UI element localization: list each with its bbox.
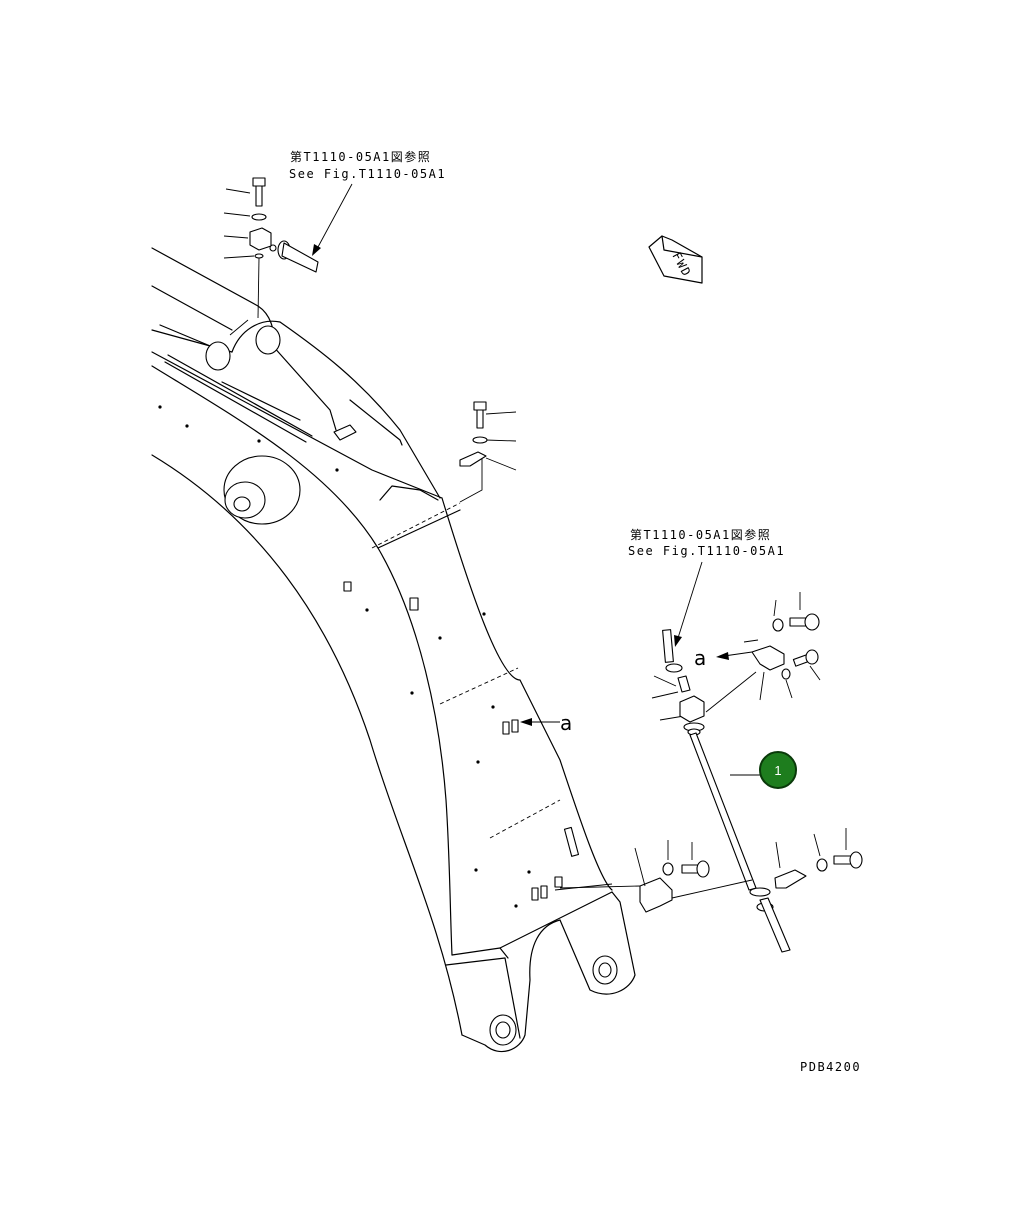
lower-left-washer xyxy=(662,862,674,876)
ref-top-en: See Fig.T1110-05A1 xyxy=(289,167,446,181)
lower-right-clamp xyxy=(774,869,807,889)
lower-left-bolt xyxy=(681,864,699,874)
lower-right-washer xyxy=(816,858,828,872)
detail-label-a-boom: a xyxy=(560,711,572,735)
detail-label-a-clamp: a xyxy=(694,646,706,670)
boom-clamp-8 xyxy=(554,876,563,888)
middle-exploded-parts xyxy=(459,401,517,503)
right-pipe-assembly xyxy=(559,592,863,953)
detail-a-clamp-leader xyxy=(723,651,753,657)
upper-pipe-end xyxy=(662,629,674,663)
boom-clamp-9 xyxy=(333,424,357,441)
mid-clamp xyxy=(459,451,487,467)
callout-1-number: 1 xyxy=(774,763,781,778)
upper-right-washer-2 xyxy=(781,668,791,680)
top-bolt-shank xyxy=(255,185,263,207)
callout-1[interactable]: 1 xyxy=(759,751,797,789)
top-bolt-head xyxy=(252,177,266,187)
boom-clamp-4 xyxy=(511,719,519,733)
top-washer xyxy=(251,213,267,221)
mid-bolt-head xyxy=(473,401,487,411)
boom-clamp-1 xyxy=(409,597,419,611)
lower-pipe-end xyxy=(759,897,791,953)
boom-structure xyxy=(151,247,636,1053)
upper-right-bolt-1 xyxy=(789,617,807,627)
boom-clamp-3 xyxy=(502,721,510,735)
fwd-direction-marker: FWD xyxy=(648,235,703,284)
pipe-spacer xyxy=(677,675,691,693)
boom-clamp-2 xyxy=(343,581,352,592)
hinge-boss-right xyxy=(255,325,281,355)
ref-top-arrow xyxy=(312,244,321,256)
ref-middle-en: See Fig.T1110-05A1 xyxy=(628,544,785,558)
lower-left-clamp xyxy=(639,877,673,913)
ref-middle-leader xyxy=(677,561,703,639)
upper-right-clamp xyxy=(751,645,785,671)
pipe-clamp-block xyxy=(679,695,705,723)
upper-right-washer-1 xyxy=(772,618,784,632)
ref-middle-arrow xyxy=(674,635,682,647)
detail-a-clamp-arrow xyxy=(716,652,729,660)
top-exploded-parts xyxy=(223,177,319,336)
ref-top-jp: 第T1110-05A1図参照 xyxy=(290,149,431,164)
ref-top-leader xyxy=(317,183,353,248)
callout-1-bubble[interactable] xyxy=(759,751,797,789)
mid-washer xyxy=(472,436,488,444)
boom-clamp-5 xyxy=(563,826,580,857)
lower-right-bolt xyxy=(833,855,853,865)
mid-bolt-shank xyxy=(476,409,484,429)
top-pin xyxy=(281,242,319,273)
hinge-boss-left xyxy=(205,341,231,371)
boom-clamp-6 xyxy=(531,887,539,901)
top-block xyxy=(249,227,272,251)
boom-clamp-7 xyxy=(540,885,548,899)
detail-a-boom-arrow xyxy=(520,718,532,726)
drawing-code: PDB4200 xyxy=(800,1060,861,1074)
ref-middle-jp: 第T1110-05A1図参照 xyxy=(630,527,771,542)
